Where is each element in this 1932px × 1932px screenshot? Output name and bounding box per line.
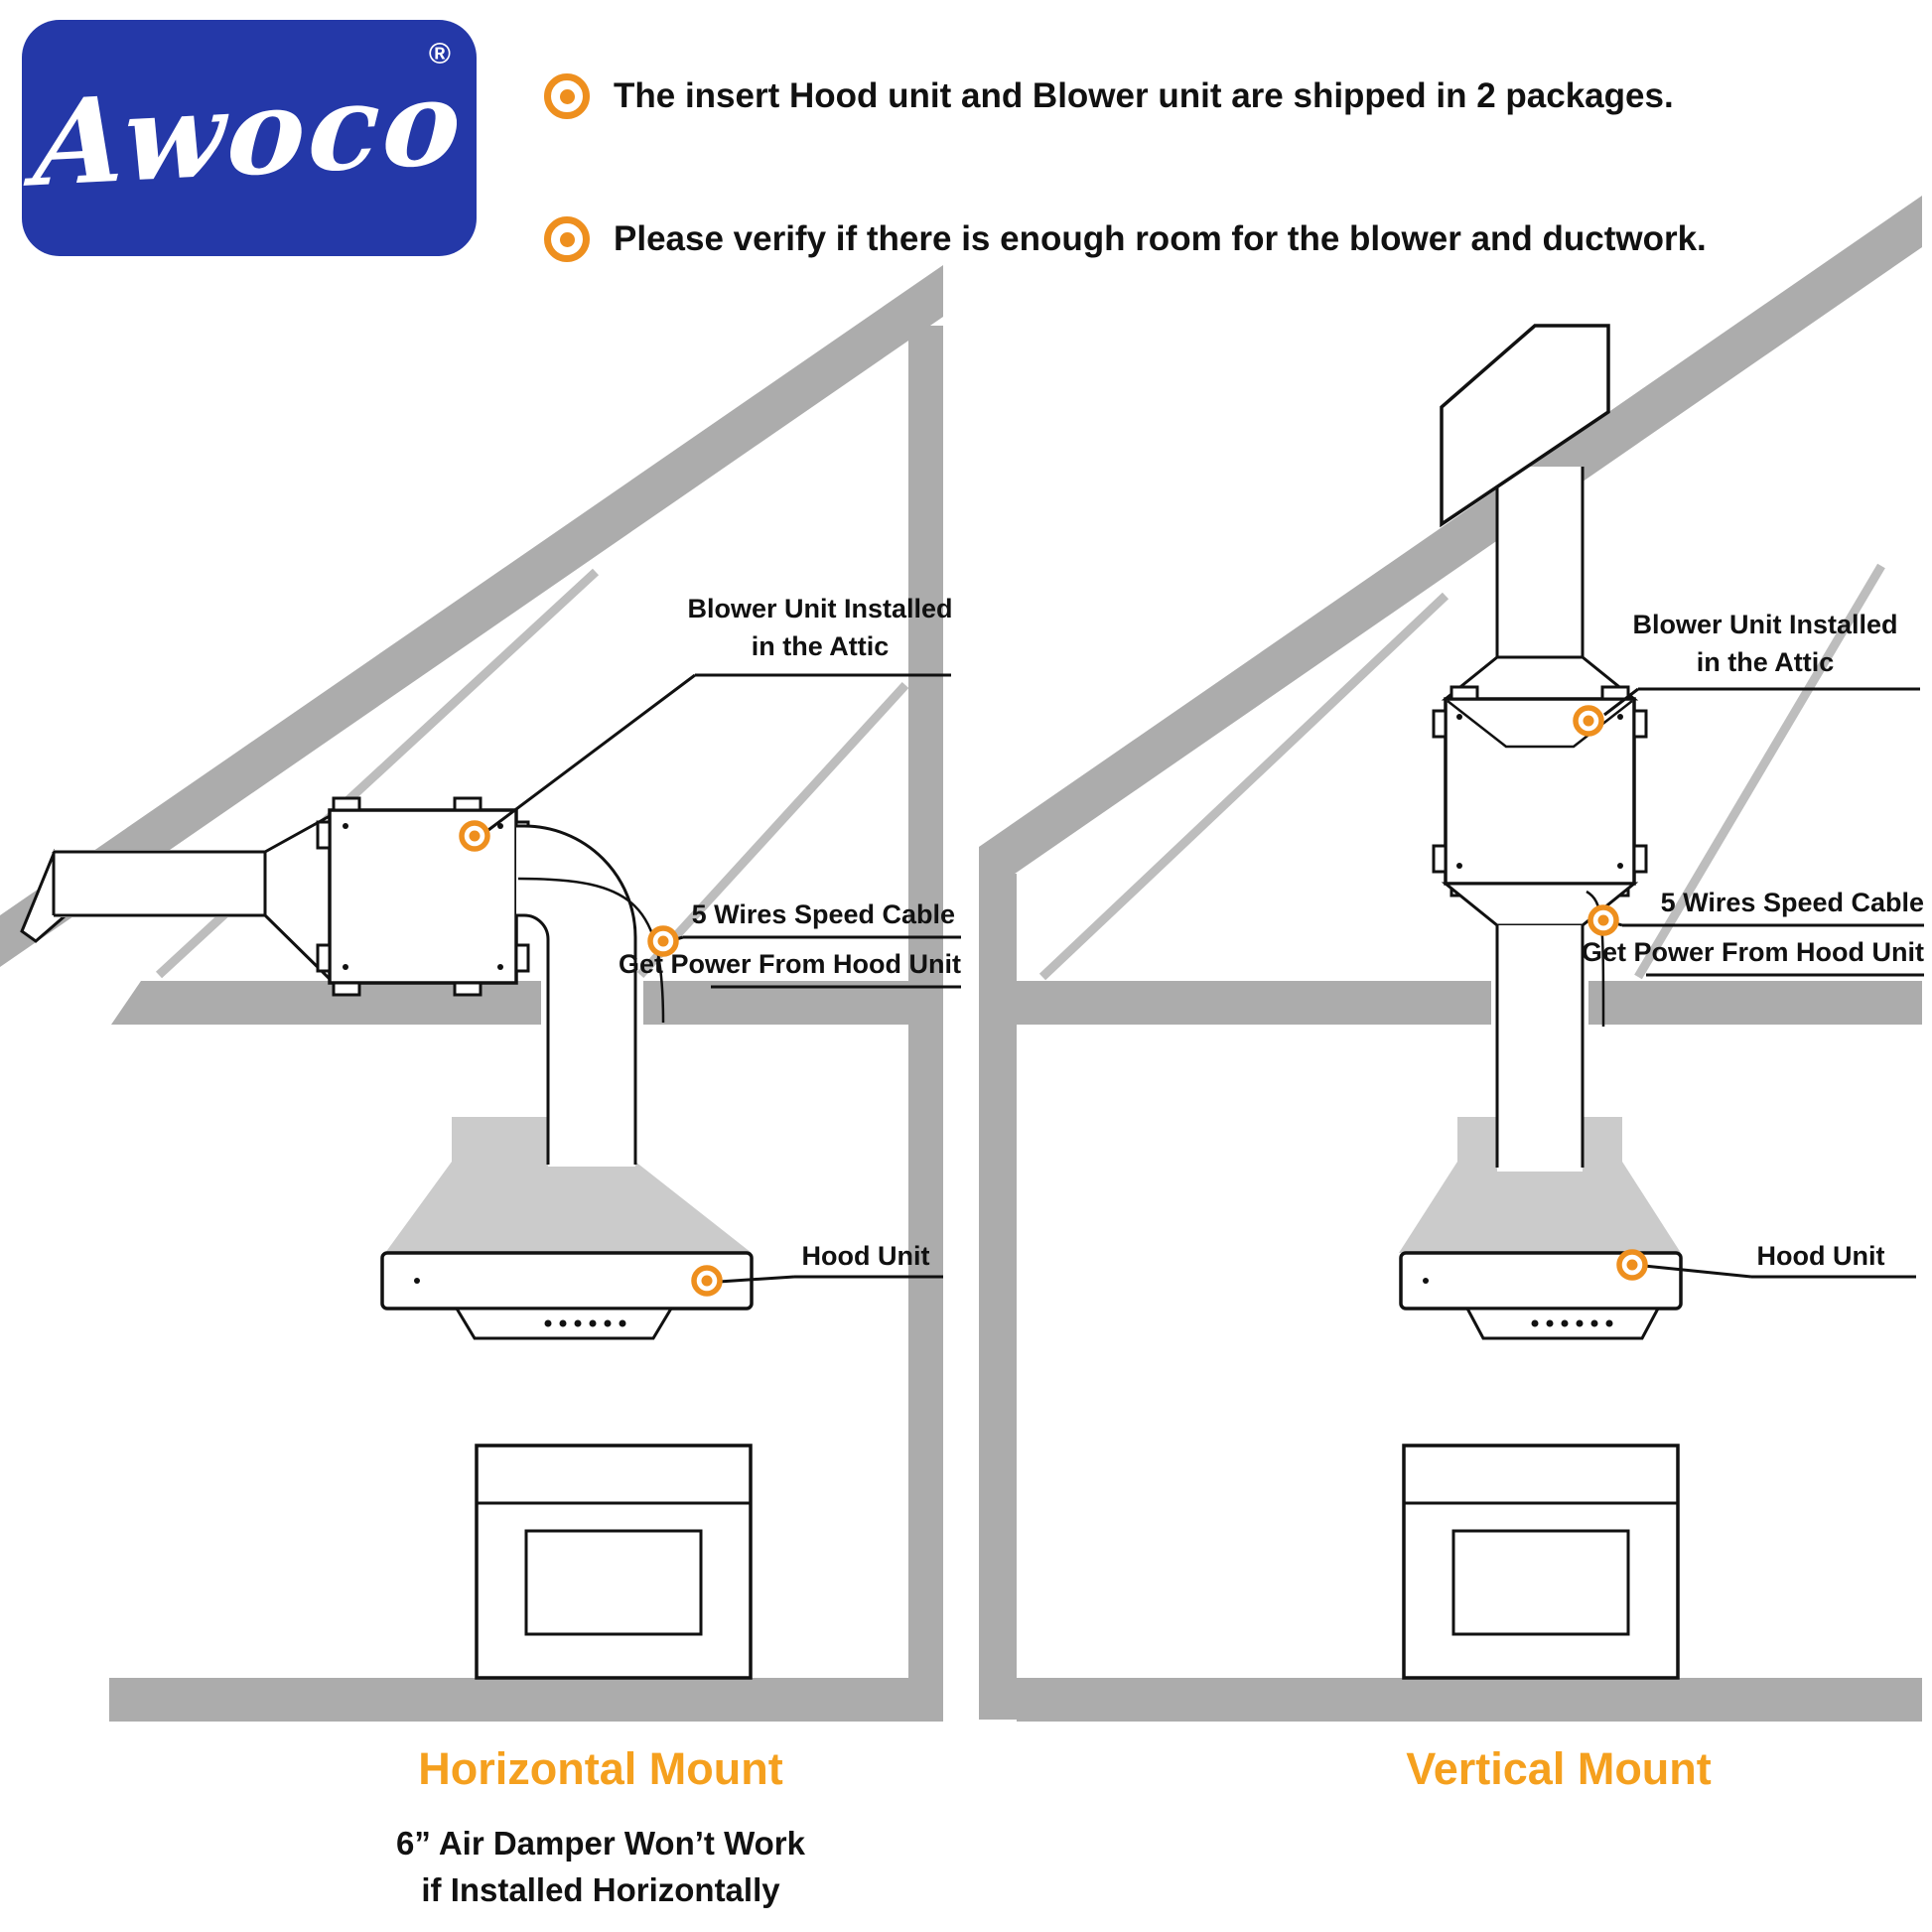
upper-duct-body [1497, 467, 1583, 660]
horizontal-duct-body [54, 850, 265, 917]
cable-marker-dot [1587, 904, 1619, 936]
blower-label-line2: in the Attic [752, 631, 890, 661]
truss-strut [1038, 592, 1449, 981]
footnote-line2: if Installed Horizontally [421, 1870, 780, 1908]
hood-label: Hood Unit [1757, 1241, 1885, 1271]
roof-duct-and-cap [1440, 324, 1610, 660]
awoco-logo: Awoco ® [22, 20, 477, 256]
left-wall-shape [979, 874, 1017, 1720]
blower-box [1444, 697, 1636, 886]
bullet-2-text: Please verify if there is enough room fo… [614, 219, 1707, 258]
elbow-duct [516, 824, 637, 1167]
labels-right: Blower Unit Installed in the Attic 5 Wir… [1582, 610, 1924, 1279]
elbow-inner-line [516, 913, 550, 1165]
hood-chimney-shape [1399, 1117, 1681, 1253]
hood-leader-line [1643, 1264, 1752, 1279]
blower-unit [263, 796, 530, 997]
right-wall-shape [908, 326, 943, 1720]
hood-marker-dot [1616, 1249, 1648, 1281]
blower-marker-dot [1573, 705, 1604, 737]
footnote-line1: 6” Air Damper Won’t Work [396, 1825, 805, 1862]
screw-dots [343, 823, 503, 970]
oven [1402, 1444, 1680, 1680]
cable-label-line1: 5 Wires Speed Cable [692, 899, 955, 929]
cable-label-line1: 5 Wires Speed Cable [1661, 888, 1924, 917]
cable-label-line2: Get Power From Hood Unit [619, 949, 961, 979]
oven [475, 1444, 753, 1680]
registered-trademark-symbol: ® [428, 38, 451, 70]
ceiling-left-segment [1017, 981, 1491, 1025]
cable-label-line2: Get Power From Hood Unit [1582, 937, 1924, 967]
house-structure-right [979, 196, 1922, 1722]
target-bullet-icon [544, 216, 590, 262]
hood-unit [380, 1251, 754, 1340]
vertical-mount-diagram: Blower Unit Installed in the Attic 5 Wir… [979, 196, 1924, 1722]
hood-detail-dot [414, 1278, 420, 1284]
target-bullet-dot [559, 88, 575, 104]
blower-leader-line [1603, 687, 1639, 717]
brand-name: Awoco [31, 52, 468, 213]
header-bullet-1: The insert Hood unit and Blower unit are… [544, 73, 1674, 119]
header-bullet-2: Please verify if there is enough room fo… [544, 216, 1707, 262]
horizontal-mount-caption: Horizontal Mount [418, 1743, 783, 1794]
truss-strut [636, 681, 909, 979]
blower-label-line1: Blower Unit Installed [687, 594, 952, 623]
vertical-mount-caption: Vertical Mount [1406, 1743, 1712, 1794]
floor-shape [109, 1678, 943, 1722]
roof-shape [0, 265, 943, 967]
blower-label-line2: in the Attic [1697, 647, 1835, 677]
truss-strut [1634, 563, 1885, 980]
roof-vent-cap [1440, 324, 1610, 528]
blower-unit [1432, 655, 1648, 927]
ceiling-left-segment [111, 981, 541, 1025]
speed-cable [517, 877, 665, 1024]
hood-detail-dot [1423, 1278, 1429, 1284]
ceiling-right-segment [1588, 981, 1922, 1025]
blower-label-line1: Blower Unit Installed [1632, 610, 1897, 639]
hood-unit [1399, 1251, 1683, 1340]
house-structure-left [0, 265, 943, 1722]
elbow-duct-body [516, 826, 635, 1167]
hood-vent-dots [544, 1319, 626, 1327]
vertical-duct [1495, 925, 1585, 1172]
elbow-outer-line [516, 824, 637, 1165]
exterior-vent-duct [20, 848, 265, 943]
hood-chimney-shape [385, 1117, 752, 1253]
floor-shape [1017, 1678, 1922, 1722]
cable-marker-dot [647, 925, 679, 957]
blower-leader-line [487, 673, 696, 832]
target-bullet-dot [559, 231, 575, 247]
oven-door [1451, 1529, 1630, 1636]
target-bullet-icon [544, 73, 590, 119]
hood-leader-line [718, 1275, 795, 1284]
labels-left: Blower Unit Installed in the Attic 5 Wir… [487, 594, 961, 1284]
oven-door [524, 1529, 703, 1636]
air-damper-footnote: 6” Air Damper Won’t Work if Installed Ho… [109, 1821, 1092, 1914]
bullet-1-text: The insert Hood unit and Blower unit are… [614, 76, 1674, 115]
screw-dots [1456, 714, 1623, 869]
roof-shape [979, 196, 1922, 898]
hood-label: Hood Unit [802, 1241, 930, 1271]
horizontal-mount-diagram: Blower Unit Installed in the Attic 5 Wir… [0, 265, 961, 1722]
hood-marker-dot [691, 1265, 723, 1297]
lower-duct-body [1497, 925, 1583, 1172]
blower-marker-dot [459, 820, 490, 852]
hood-vent-dots [1531, 1319, 1613, 1327]
